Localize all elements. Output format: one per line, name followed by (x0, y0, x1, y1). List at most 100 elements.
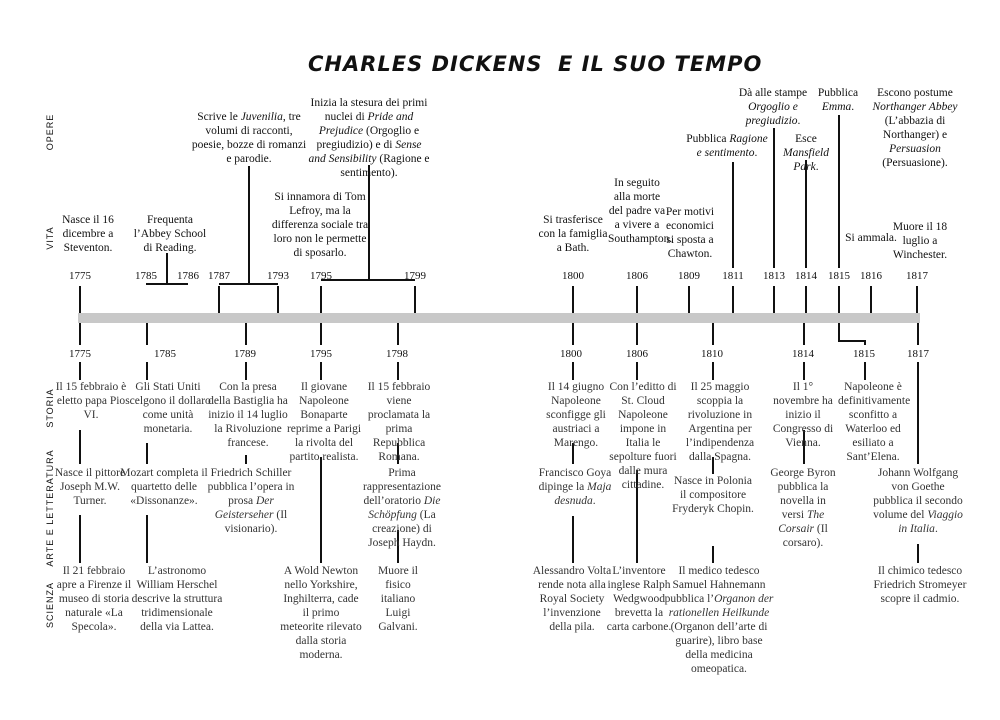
connector-line (166, 253, 168, 283)
connector-line (838, 115, 840, 268)
scienza-1795: A Wold Newton nello Yorkshire, Inghilter… (280, 565, 362, 661)
scienza-1798: Muore il fisico italiano Luigi Galvani. (378, 565, 418, 633)
connector-line (838, 340, 865, 342)
storia-1789: Con la presa della Bastiglia ha inizio i… (208, 381, 288, 449)
connector-line (773, 286, 775, 313)
connector-line (636, 362, 638, 380)
connector-line (320, 457, 322, 563)
year-top: 1806 (626, 270, 648, 282)
storia-1798: Il 15 febbraio viene proclamata la prima… (367, 381, 431, 463)
connector-line (803, 362, 805, 380)
vita-1817: Muore il 18 luglio a Winchester. (892, 221, 948, 261)
vita-1800: Si trasferisce con la famiglia a Bath. (538, 214, 608, 254)
storia-1785: Gli Stati Uniti scelgono il dollaro come… (125, 381, 211, 435)
year-top: 1811 (722, 270, 744, 282)
connector-line (838, 323, 840, 341)
scienza-1785: L’astronomo William Herschel descrive la… (131, 565, 223, 633)
connector-line (805, 286, 807, 313)
year-bottom: 1810 (701, 348, 723, 360)
scienza-1817: Il chimico tedesco Friedrich Stromeyer s… (873, 565, 967, 605)
year-bottom: 1785 (154, 348, 176, 360)
year-top: 1815 (828, 270, 850, 282)
connector-line (245, 362, 247, 380)
year-top: 1787 (208, 270, 230, 282)
row-label-storia: STORIA (45, 388, 55, 428)
connector-line (572, 362, 574, 380)
year-top: 1816 (860, 270, 882, 282)
year-bottom: 1789 (234, 348, 256, 360)
connector-line (146, 515, 148, 563)
row-label-scienza: SCIENZA (45, 581, 55, 629)
connector-line (572, 443, 574, 464)
connector-line (712, 362, 714, 380)
connector-line (320, 323, 322, 345)
connector-line (79, 362, 81, 380)
connector-line (146, 283, 188, 285)
storia-1815: Napoleone è definitivamente sconfitto a … (838, 381, 911, 463)
connector-line (712, 457, 714, 474)
opere-juvenilia: Scrive le Juvenilia, tre volumi di racco… (191, 111, 307, 165)
connector-line (803, 323, 805, 345)
connector-line (636, 323, 638, 345)
connector-line (838, 286, 840, 313)
connector-line (397, 530, 399, 563)
connector-line (397, 443, 399, 464)
vita-1806: In seguito alla morte del padre va a viv… (608, 177, 673, 245)
connector-line (917, 323, 919, 345)
opere-postume: Escono postume Northanger Abbey (L’abbaz… (872, 87, 958, 169)
connector-line (320, 362, 322, 380)
opere-mansfield-park: Esce Mansfield Park. (783, 133, 829, 173)
connector-line (245, 455, 247, 464)
storia-1775: Il 15 febbraio è eletto papa Pio VI. (55, 381, 127, 421)
connector-line (79, 430, 81, 464)
year-top: 1775 (69, 270, 91, 282)
year-bottom: 1775 (69, 348, 91, 360)
arte-1775: Nasce il pittore Joseph M.W. Turner. (54, 467, 126, 507)
connector-line (277, 286, 279, 313)
year-top: 1793 (267, 270, 289, 282)
arte-1810: Nasce in Polonia il compositore Fryderyk… (672, 475, 754, 515)
connector-line (368, 165, 370, 279)
connector-line (732, 162, 734, 268)
connector-line (248, 166, 250, 283)
arte-1798: Prima rappresentazione dell’oratorio Die… (363, 467, 441, 549)
connector-line (146, 443, 148, 464)
arte-1785: Mozart completa il quartetto delle «Diss… (120, 467, 208, 507)
year-top: 1813 (763, 270, 785, 282)
year-top: 1814 (795, 270, 817, 282)
connector-line (414, 286, 416, 313)
arte-1817: Johann Wolfgang von Goethe pubblica il s… (873, 467, 963, 535)
year-top: 1800 (562, 270, 584, 282)
scienza-1775: Il 21 febbraio apre a Firenze il museo d… (56, 565, 132, 633)
connector-line (146, 362, 148, 380)
arte-1814: George Byron pubblica la novella in vers… (770, 467, 836, 549)
connector-line (864, 362, 866, 380)
opere-orgoglio-e-pregiudizio: Dà alle stampe Orgoglio e pregiudizio. (738, 87, 808, 127)
connector-line (688, 286, 690, 313)
year-top: 1786 (177, 270, 199, 282)
vita-1816: Si ammala. (845, 232, 897, 244)
scienza-1806: L’inventore inglese Ralph Wedgwood breve… (606, 565, 672, 633)
connector-line (870, 286, 872, 313)
connector-line (218, 286, 220, 313)
year-bottom: 1800 (560, 348, 582, 360)
connector-line (79, 286, 81, 313)
storia-1800: Il 14 giugno Napoleone sconfigge gli aus… (546, 381, 606, 449)
row-label-opere: OPERE (45, 113, 55, 151)
year-top: 1817 (906, 270, 928, 282)
connector-line (397, 362, 399, 380)
storia-1806: Con l’editto di St. Cloud Napoleone impo… (609, 381, 677, 491)
year-bottom: 1806 (626, 348, 648, 360)
storia-1810: Il 25 maggio scoppia la rivoluzione in A… (685, 381, 755, 463)
connector-line (79, 323, 81, 345)
connector-line (321, 279, 415, 281)
connector-line (146, 323, 148, 345)
year-top: 1785 (135, 270, 157, 282)
title-left: Charles Dickens (308, 52, 543, 76)
connector-line (219, 283, 278, 285)
connector-line (732, 286, 734, 313)
year-bottom: 1817 (907, 348, 929, 360)
year-bottom: 1795 (310, 348, 332, 360)
connector-line (245, 323, 247, 345)
opere-pride-and-prejudice: Inizia la stesura dei primi nuclei di Pr… (308, 97, 430, 179)
